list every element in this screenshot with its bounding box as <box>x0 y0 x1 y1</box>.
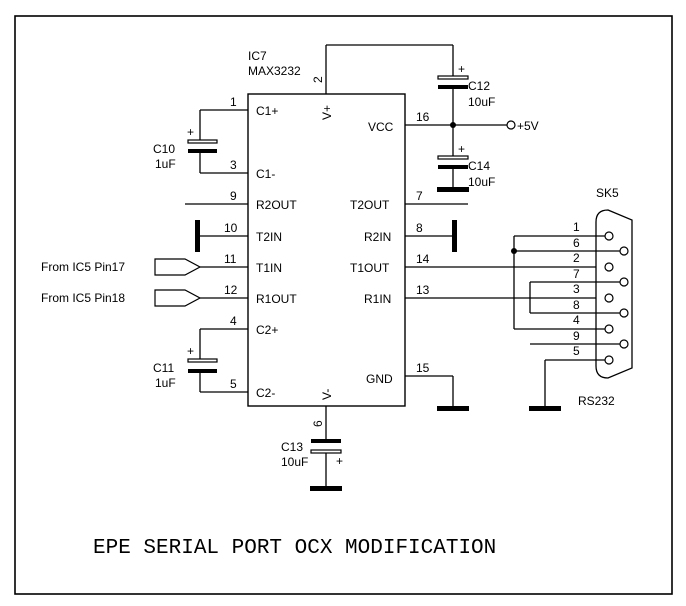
db9-pin-3 <box>604 293 614 303</box>
pin-9-name: R2OUT <box>256 198 297 212</box>
pin-14-number: 14 <box>416 252 430 266</box>
c13-ref: C13 <box>281 440 303 454</box>
db9-pin-8 <box>619 308 629 318</box>
c14-value: 10uF <box>468 175 495 189</box>
gnd-bar-connector <box>529 406 561 411</box>
pin-3-name: C1- <box>256 167 275 181</box>
capacitor-c10 <box>187 110 218 173</box>
c11-value: 1uF <box>155 376 176 390</box>
c12-value: 10uF <box>468 95 495 109</box>
supply-label: +5V <box>517 119 539 133</box>
pin-1-name: C1+ <box>256 104 278 118</box>
c11-polarity: + <box>187 344 194 358</box>
c10-ref: C10 <box>153 142 175 156</box>
pin-8-number: 8 <box>416 221 423 235</box>
db9-label-6: 6 <box>573 236 580 250</box>
pin-15-number: 15 <box>416 361 430 375</box>
input-arrow-t1in <box>154 258 202 276</box>
db9-label-5: 5 <box>573 344 580 358</box>
pin-6-number: 6 <box>311 420 325 427</box>
pin-8-name: R2IN <box>364 230 391 244</box>
pin-10-number: 10 <box>224 221 238 235</box>
input-arrow-r1out <box>154 289 202 307</box>
supply-terminal <box>506 120 516 130</box>
pin-5-name: C2- <box>256 386 275 400</box>
c10-value: 1uF <box>155 157 176 171</box>
pin-13-number: 13 <box>416 283 430 297</box>
pin-4-number: 4 <box>230 314 237 328</box>
db9-pin-4 <box>604 324 614 334</box>
db9-connector-shell <box>595 209 633 379</box>
pin-13-name: R1IN <box>364 292 391 306</box>
capacitor-c13 <box>310 406 342 491</box>
pin-14-name: T1OUT <box>350 261 390 275</box>
pin-4-name: C2+ <box>256 323 278 337</box>
pin-3-number: 3 <box>230 158 237 172</box>
db9-pin-1 <box>604 231 614 241</box>
c12-polarity: + <box>458 62 465 76</box>
pin-1-number: 1 <box>230 95 237 109</box>
ic-body <box>247 93 406 407</box>
connector-ref: SK5 <box>596 186 619 200</box>
input-label-pin17: From IC5 Pin17 <box>41 260 125 274</box>
pin-12-name: R1OUT <box>256 292 297 306</box>
capacitor-c12 <box>437 45 469 125</box>
input-label-pin18: From IC5 Pin18 <box>41 291 125 305</box>
db9-pin-9 <box>619 339 629 349</box>
pin-16-name: VCC <box>368 120 394 134</box>
db9-pin-5 <box>604 355 614 365</box>
pin-10-tie-bar <box>195 220 200 252</box>
connector-type: RS232 <box>578 394 615 408</box>
pin-16-number: 16 <box>416 110 430 124</box>
pin-15-name: GND <box>366 372 393 386</box>
capacitor-c11 <box>187 329 218 392</box>
pin-2-name: V+ <box>320 105 334 120</box>
pin-12-number: 12 <box>224 283 238 297</box>
frame-border <box>14 15 673 595</box>
db9-pin-7 <box>619 277 629 287</box>
c13-value: 10uF <box>281 455 308 469</box>
ic-part: MAX3232 <box>248 64 301 78</box>
pin-2-number: 2 <box>311 76 325 83</box>
c12-ref: C12 <box>468 79 490 93</box>
c14-ref: C14 <box>468 159 490 173</box>
c10-polarity: + <box>187 125 194 139</box>
pin-6-name: V- <box>320 389 334 400</box>
db9-junction-dot <box>511 248 517 254</box>
db9-label-8: 8 <box>573 298 580 312</box>
db9-label-2: 2 <box>573 251 580 265</box>
db9-label-7: 7 <box>573 267 580 281</box>
db9-label-4: 4 <box>573 313 580 327</box>
gnd-bar-ic <box>437 406 469 411</box>
db9-pin-6 <box>619 246 629 256</box>
pin-5-number: 5 <box>230 377 237 391</box>
ic-ref: IC7 <box>248 49 267 63</box>
capacitor-c14 <box>437 125 469 192</box>
pin-8-tie-bar <box>452 220 457 252</box>
c11-ref: C11 <box>153 361 174 375</box>
pin-7-name: T2OUT <box>350 198 390 212</box>
db9-label-3: 3 <box>573 282 580 296</box>
pin-11-name: T1IN <box>256 261 282 275</box>
pin-9-number: 9 <box>230 189 237 203</box>
db9-label-9: 9 <box>573 329 580 343</box>
pin-7-number: 7 <box>416 189 423 203</box>
c14-polarity: + <box>458 142 465 156</box>
diagram-caption: EPE SERIAL PORT OCX MODIFICATION <box>93 537 496 560</box>
c13-polarity: + <box>336 454 343 468</box>
db9-pin-2 <box>604 262 614 272</box>
db9-label-1: 1 <box>573 220 580 234</box>
pin-10-name: T2IN <box>256 230 282 244</box>
pin-11-number: 11 <box>224 252 237 266</box>
